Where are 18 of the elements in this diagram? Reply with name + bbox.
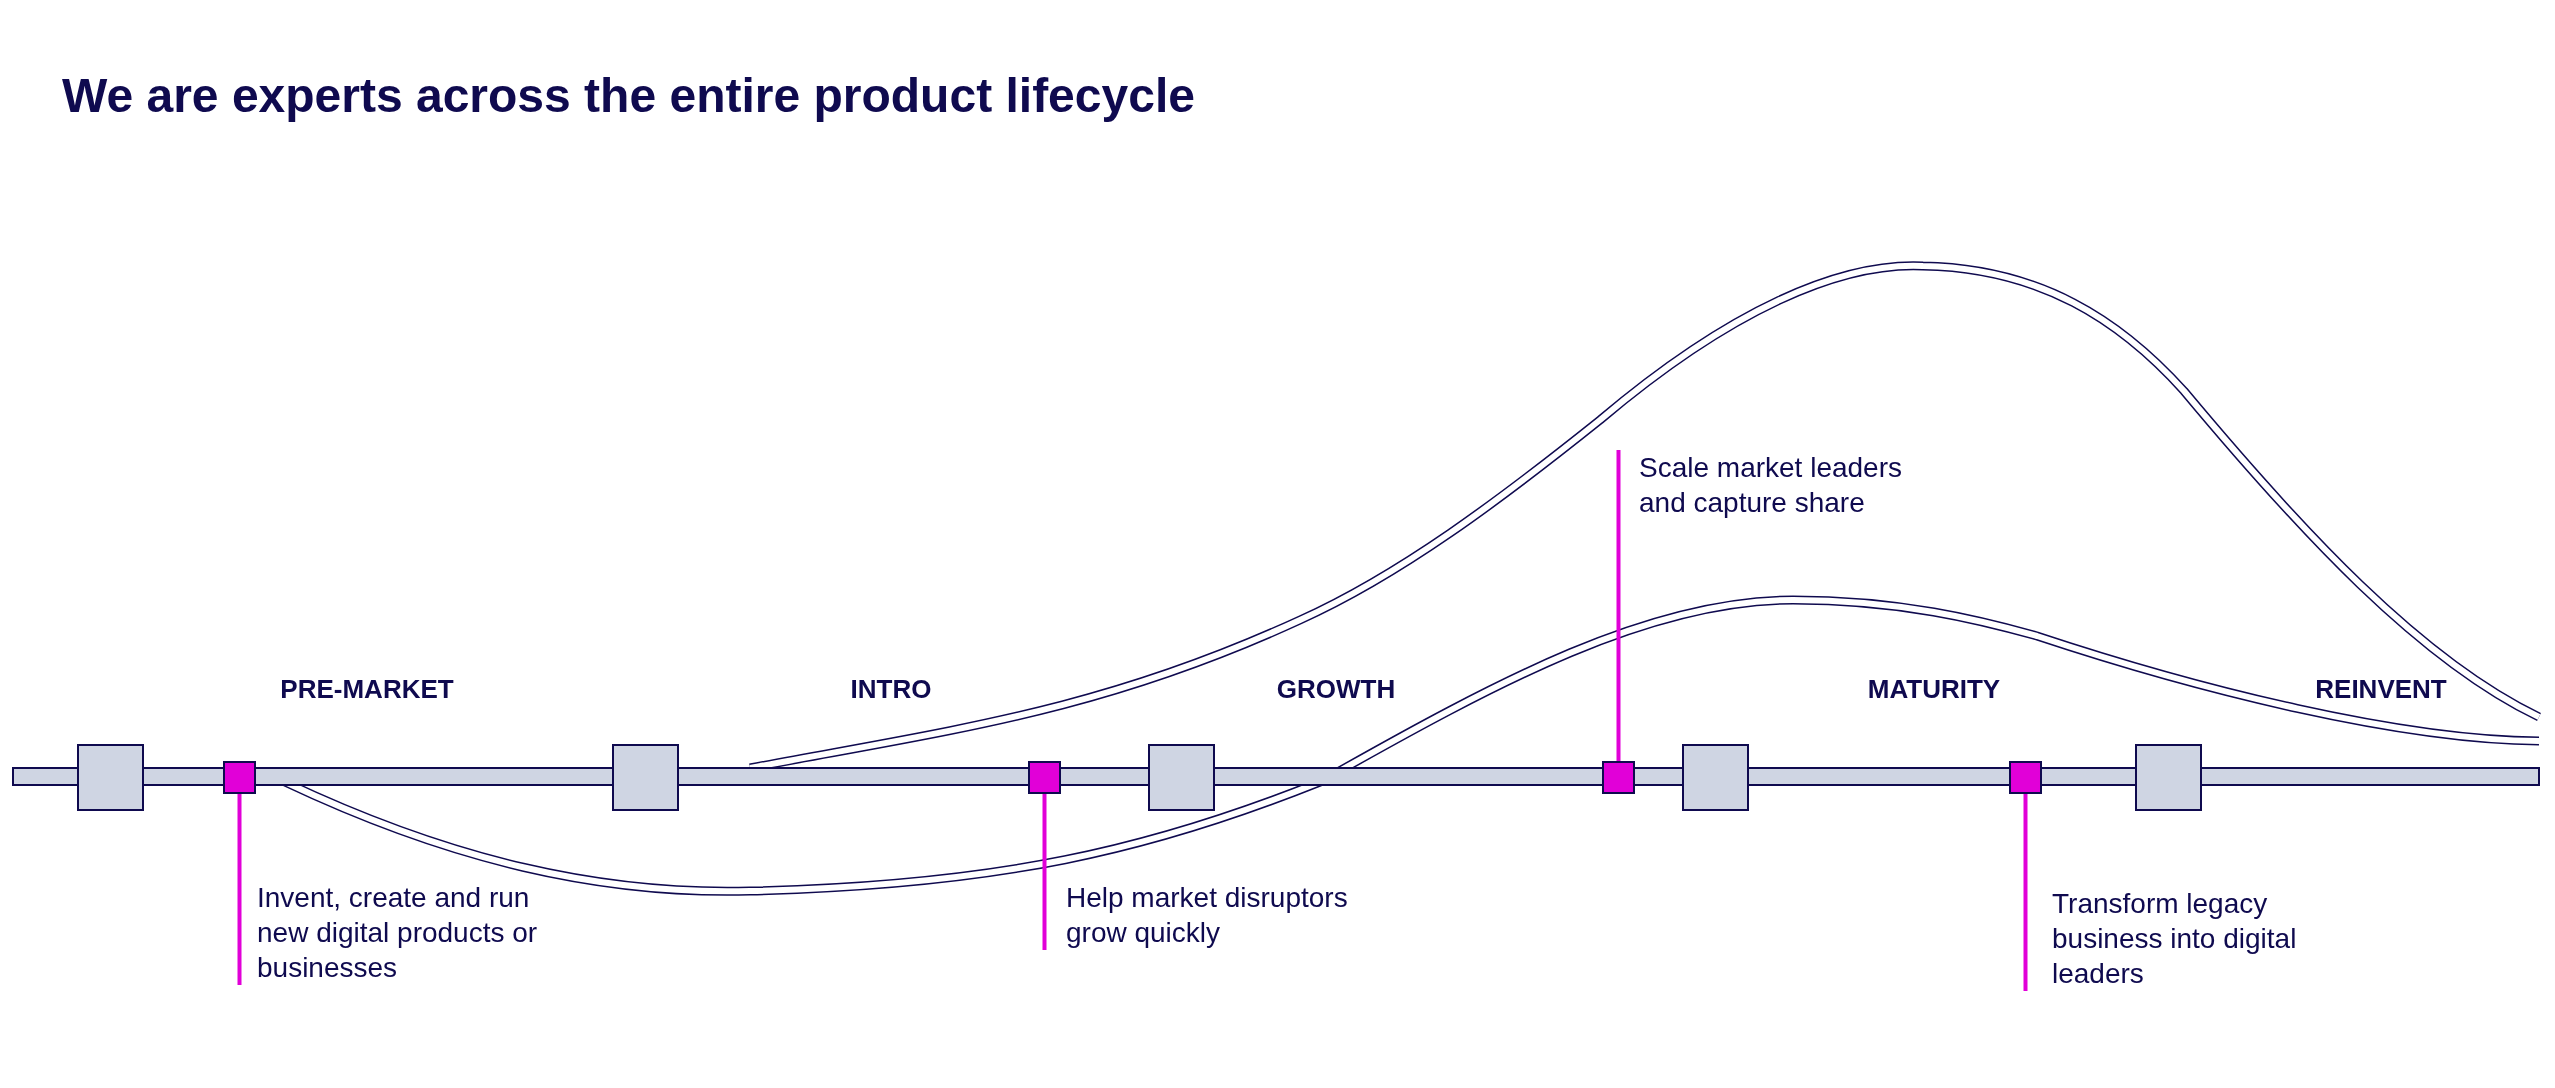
milestone-marker (223, 761, 256, 794)
callout-text: Transform legacy business into digital leaders (2052, 886, 2362, 991)
leader-line (1616, 450, 1621, 761)
phase-label: PRE-MARKET (280, 674, 454, 705)
callout-text: Help market disruptors grow quickly (1066, 880, 1376, 950)
phase-label: REINVENT (2315, 674, 2447, 705)
title: We are experts across the entire product lifecycle (62, 68, 1195, 123)
leader-line (1042, 794, 1047, 950)
phase-label: MATURITY (1867, 674, 2001, 705)
phase-label: GROWTH (1276, 674, 1396, 705)
leader-line (237, 794, 242, 985)
leader-line (2023, 794, 2028, 991)
callout-text: Invent, create and run new digital products or businesses (257, 880, 567, 985)
milestone-marker (1028, 761, 1061, 794)
milestone-marker (1602, 761, 1635, 794)
milestone-marker (2009, 761, 2042, 794)
callout-text: Scale market leaders and capture share (1639, 450, 1949, 520)
phase-label: INTRO (850, 674, 932, 705)
